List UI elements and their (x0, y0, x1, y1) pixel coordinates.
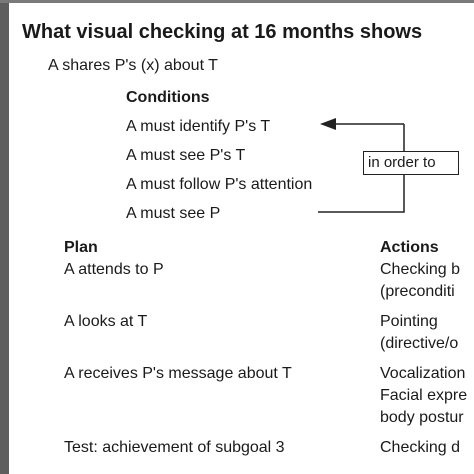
action-line-4: (directive/o (380, 335, 459, 352)
goal-statement: A shares P's (x) about T (48, 57, 218, 74)
actions-heading: Actions (380, 239, 439, 256)
plan-step-3: A receives P's message about T (64, 365, 292, 382)
plan-step-4: Test: achievement of subgoal 3 (64, 439, 285, 456)
action-line-8: Checking d (380, 439, 461, 456)
conditions-heading: Conditions (126, 89, 210, 106)
action-line-5: Vocalization (380, 365, 466, 382)
action-line-1: Checking b (380, 261, 461, 278)
diagram-title: What visual checking at 16 months shows (22, 21, 423, 43)
condition-2: A must see P's T (126, 147, 246, 164)
action-line-2: (preconditi (380, 283, 455, 300)
condition-3: A must follow P's attention (126, 176, 313, 193)
plan-step-1: A attends to P (64, 261, 164, 278)
action-line-3: Pointing (380, 313, 438, 330)
top-border (0, 0, 474, 3)
action-line-6: Facial expre (380, 387, 468, 404)
plan-heading: Plan (64, 239, 98, 256)
plan-step-2: A looks at T (64, 313, 148, 330)
condition-1: A must identify P's T (126, 118, 271, 135)
action-line-7: body postur (380, 409, 464, 426)
in-order-to-box: in order to (363, 151, 459, 175)
in-order-to-label: in order to (368, 154, 436, 171)
condition-4: A must see P (126, 205, 221, 222)
left-border (0, 0, 9, 474)
